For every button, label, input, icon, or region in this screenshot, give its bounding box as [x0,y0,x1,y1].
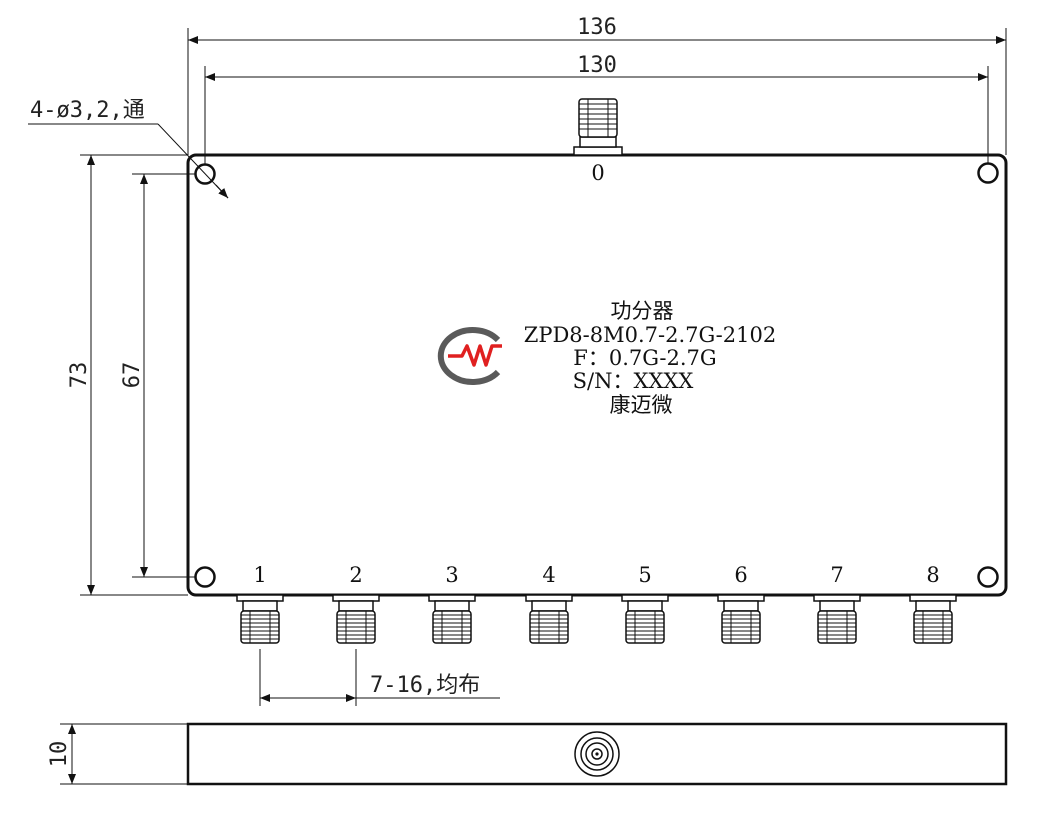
output-connector-3 [428,594,476,644]
mounting-hole-top-right [977,162,999,184]
dimension-port-spacing-value: 7-16,均布 [370,673,480,698]
dimension-thickness: 10 [47,723,188,785]
port-label-8: 8 [926,563,939,587]
dimension-hole-spacing-width: 130 [204,53,989,164]
port-label-input: 0 [591,161,604,185]
output-connector-6 [717,594,765,644]
dimension-thickness-value: 10 [47,741,72,768]
dimension-port-spacing: 7-16,均布 [259,649,500,706]
output-connector-4 [525,594,573,644]
output-connectors [236,594,957,644]
port-label-7: 7 [830,563,843,587]
mounting-hole-bottom-left [194,566,216,588]
output-connector-1 [236,594,284,644]
port-label-6: 6 [734,563,747,587]
input-connector [573,98,623,156]
dimension-overall-height: 73 [67,154,188,596]
output-connector-2 [332,594,380,644]
port-label-1: 1 [253,563,266,587]
dimension-hole-spacing-height-value: 67 [120,362,145,389]
output-connector-5 [621,594,669,644]
port-label-2: 2 [349,563,362,587]
port-label-5: 5 [638,563,651,587]
label-model-number: ZPD8-8M0.7-2.7G-2102 [524,323,776,347]
dimension-overall-height-value: 73 [67,362,92,389]
hole-note-text: 4-ø3,2,通 [30,98,145,123]
hole-note-callout: 4-ø3,2,通 [28,98,229,199]
label-frequency: F：0.7G-2.7G [573,346,716,370]
mounting-hole-bottom-right [977,566,999,588]
kmw-logo-icon [437,327,502,385]
label-brand: 康迈微 [610,393,673,417]
dimension-overall-width-value: 136 [577,15,617,40]
dimension-overall-width: 136 [187,15,1007,155]
label-serial-number: S/N：XXXX [573,369,694,393]
dimension-hole-spacing-height: 67 [120,173,196,578]
output-connector-7 [813,594,861,644]
port-label-3: 3 [445,563,458,587]
side-view-connector-face [574,731,620,777]
dimension-hole-spacing-width-value: 130 [577,53,617,78]
output-connector-8 [909,594,957,644]
label-product-type: 功分器 [611,299,674,323]
port-label-4: 4 [542,563,555,587]
